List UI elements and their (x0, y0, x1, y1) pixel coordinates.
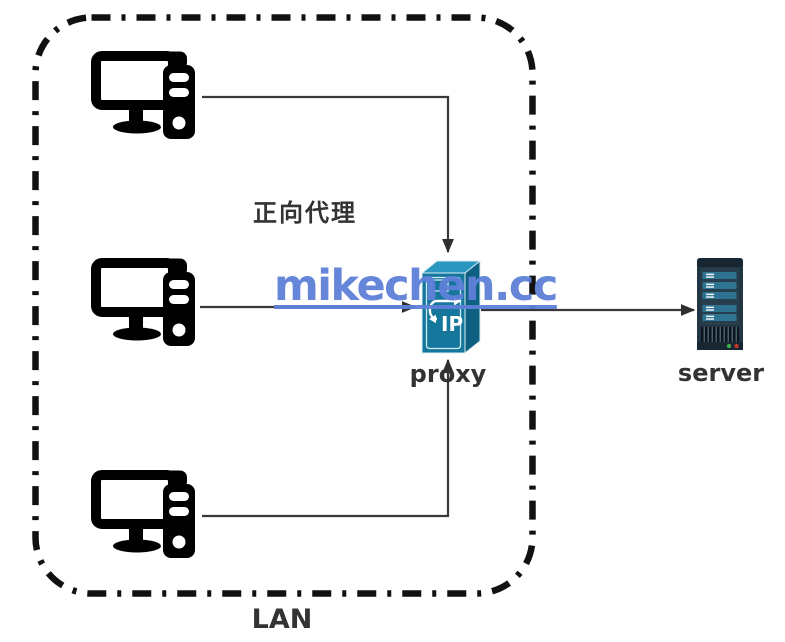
server-drive-bays (702, 272, 737, 321)
proxy-box-panel-outline (425, 276, 462, 350)
forward-proxy-annotation: 正向代理 (253, 199, 357, 227)
connection-arrows (200, 95, 696, 518)
proxy-ip-badge: IP (441, 312, 463, 336)
ip-arrowhead-right (454, 296, 462, 306)
watermark-text: mikechen.cc (274, 261, 558, 311)
lan-boundary (32, 14, 536, 597)
proxy-node-label: proxy (409, 360, 487, 388)
client-computer-2-icon (96, 259, 195, 347)
server-node-label: server (677, 359, 765, 387)
arrow-client3-to-proxy (202, 358, 454, 518)
proxy-box-front-face (421, 272, 466, 354)
ip-arrowhead-left (429, 314, 436, 324)
server-top-band (697, 258, 743, 267)
client-computer-1-icon (96, 52, 195, 140)
proxy-box-slot-detail (430, 279, 449, 292)
proxy-node-icon: IP (420, 259, 482, 355)
server-vent-grille (701, 327, 739, 342)
server-bottom-band (697, 342, 743, 350)
server-node-icon (697, 258, 743, 350)
arrow-client1-to-proxy (202, 95, 454, 254)
lan-region-label: LAN (251, 604, 313, 635)
server-led-green (726, 343, 732, 349)
server-led-red (734, 343, 739, 349)
client-computer-3-icon (96, 471, 195, 559)
